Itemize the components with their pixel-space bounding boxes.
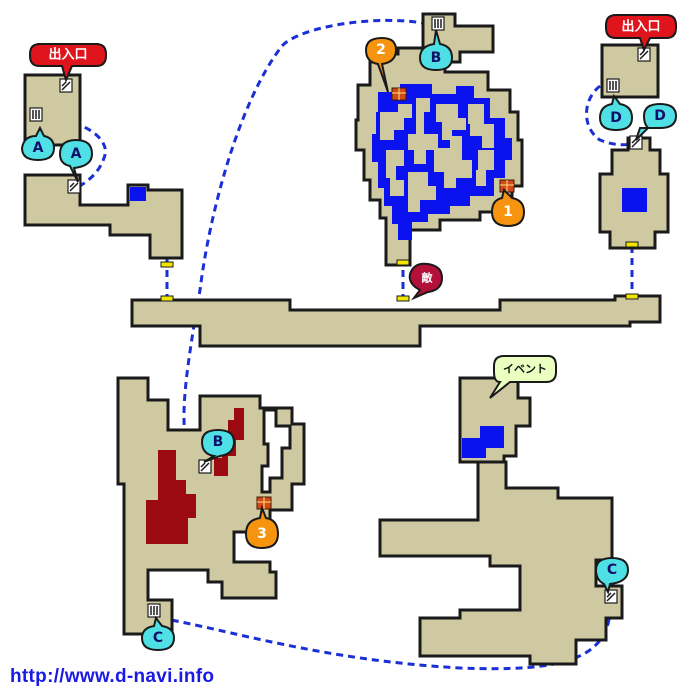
stairs-icon: [59, 78, 73, 93]
entrance-label: 出入口: [621, 19, 660, 35]
door: [625, 293, 639, 300]
door: [160, 295, 174, 302]
event-marker: イベント: [489, 355, 557, 399]
stairs-icon: [147, 603, 161, 618]
corridor-main: [130, 294, 662, 348]
treasure-number: 3: [257, 526, 267, 542]
cave-island-6: [434, 136, 472, 188]
room-east: [598, 136, 670, 250]
door: [396, 259, 410, 266]
room-north-cave: [354, 46, 524, 267]
warp-link-c: [159, 611, 612, 671]
door: [625, 241, 639, 248]
warp-pin-c-2: C: [594, 556, 630, 595]
cave-island-1: [380, 104, 412, 140]
warp-pin-b-2: B: [200, 428, 236, 463]
door: [396, 295, 410, 302]
treasure-number: 1: [503, 204, 513, 220]
warp-pin-a-1: A: [20, 125, 56, 162]
stairs-icon: [431, 16, 445, 31]
lava-pool-west: [146, 450, 196, 544]
cave-island-4: [468, 104, 494, 148]
water-pool-southeast: [462, 426, 504, 458]
treasure-chest-icon: [499, 179, 515, 193]
cave-island-7: [476, 150, 494, 186]
cave-island-5: [386, 150, 404, 196]
warp-label: C: [607, 562, 617, 578]
stairs-icon: [29, 107, 43, 122]
warp-link-a: [37, 116, 107, 190]
entrance-marker-east: 出入口: [605, 14, 677, 53]
stairs-icon: [604, 589, 618, 604]
stairs-icon: [198, 459, 212, 474]
treasure-chest-icon: [391, 87, 407, 101]
treasure-number: 2: [376, 42, 386, 58]
warp-pin-c-1: C: [140, 615, 176, 652]
warp-pin-b-1: B: [418, 29, 454, 72]
water-pool-east: [622, 188, 647, 212]
stairs-icons: [29, 16, 651, 618]
warp-pin-d-2: D: [635, 102, 678, 141]
room-gap: [260, 408, 292, 494]
treasure-pin-1: 1: [490, 188, 526, 228]
stairs-icon: [67, 179, 81, 194]
entrance-label: 出入口: [48, 47, 87, 63]
warp-label: C: [153, 630, 163, 646]
site-url[interactable]: http://www.d-navi.info: [10, 666, 215, 687]
treasure-pin-2: 2: [364, 36, 398, 93]
warp-pin-d-1: D: [598, 93, 634, 132]
doors: [160, 241, 639, 302]
warp-label: D: [610, 110, 622, 126]
entrance-marker-west: 出入口: [29, 43, 107, 83]
cave-island-8: [408, 172, 436, 212]
stairs-icon: [606, 78, 620, 93]
cave-island-3: [436, 104, 466, 140]
enemy-marker: 敵: [408, 262, 444, 301]
stairs-icon: [637, 47, 651, 62]
warp-label: D: [654, 108, 666, 124]
room-west: [23, 173, 184, 260]
warp-label: B: [431, 50, 442, 66]
enemy-label: 敵: [422, 271, 434, 285]
treasure-chest-icon: [256, 496, 272, 510]
cave-island-2: [408, 98, 438, 164]
event-label: イベント: [503, 363, 547, 376]
room-southwest: [116, 376, 306, 636]
warp-pin-a-2: A: [58, 138, 94, 183]
warp-link-b: [182, 18, 429, 443]
treasure-pin-3: 3: [244, 504, 280, 550]
room-southeast: [378, 376, 624, 666]
door: [160, 261, 174, 268]
warp-label: A: [71, 146, 82, 162]
warp-label: A: [33, 140, 44, 156]
warp-label: B: [213, 434, 224, 450]
water-pool: [130, 187, 146, 201]
